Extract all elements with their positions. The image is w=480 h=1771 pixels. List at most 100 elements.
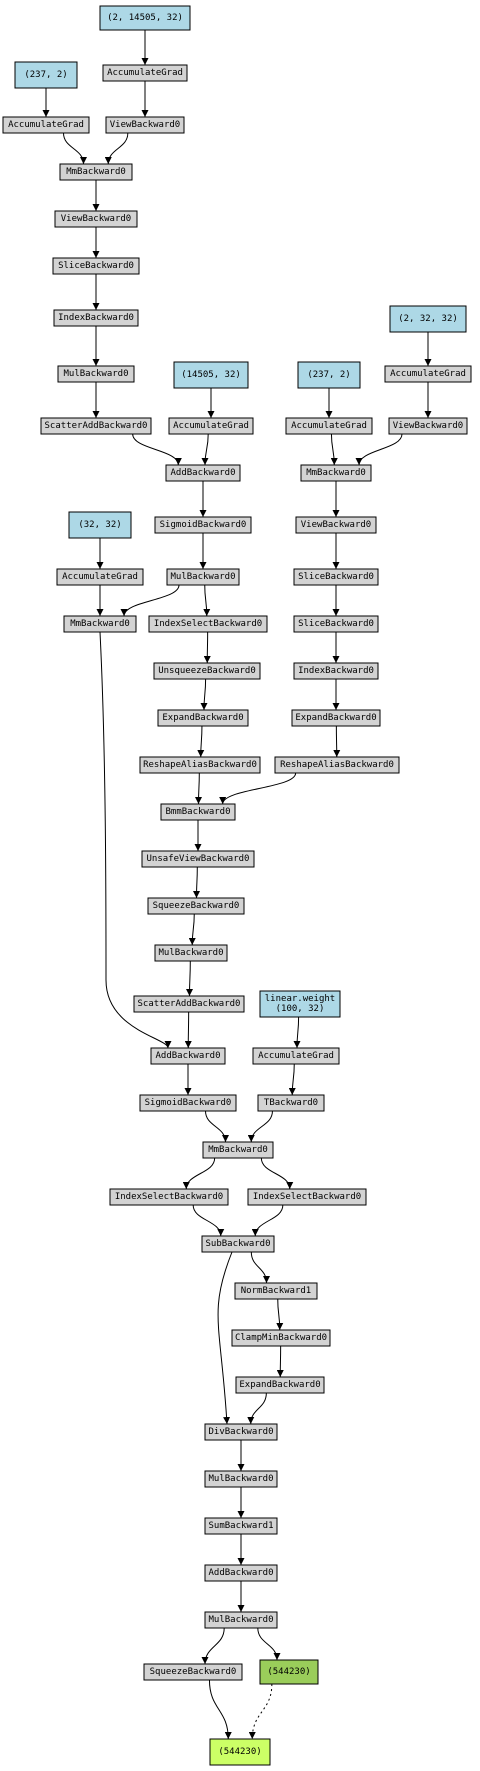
node-sub: SubBackward0 [201, 1235, 275, 1253]
node-label: ExpandBackward0 [162, 713, 243, 723]
node-label: SigmoidBackward0 [160, 520, 247, 530]
edge-p_linear-to-acc_g [293, 1016, 301, 1049]
node-label: ViewBackward0 [301, 520, 371, 530]
node-box [143, 1663, 243, 1681]
edge-expand_c-to-div [247, 1392, 267, 1425]
node-acc-a: AccumulateGrad [102, 64, 188, 82]
node-label: MulBackward0 [170, 572, 235, 582]
node-box [300, 464, 372, 482]
node-mul-d: MulBackward0 [204, 1470, 278, 1488]
node-slice-a: SliceBackward0 [52, 257, 140, 275]
node-sigmoid-b: SigmoidBackward0 [139, 1094, 237, 1112]
edge-mul_b-to-indexselect_a [203, 584, 211, 617]
node-add-a: AddBackward0 [165, 464, 241, 482]
node-label: MulBackward0 [208, 1615, 273, 1625]
node-reshape-b: ReshapeAliasBackward0 [274, 756, 400, 774]
node-acc-b: AccumulateGrad [2, 116, 90, 134]
node-box [204, 1423, 278, 1441]
edge-squeeze_a-to-mul_c [188, 913, 196, 946]
node-box [153, 662, 261, 680]
node-box [293, 662, 379, 680]
node-p-237-2-b: (237, 2) [297, 361, 361, 389]
node-label: SigmoidBackward0 [145, 1098, 232, 1108]
edge-mul_e-to-squeeze_b [201, 1627, 225, 1665]
node-box [247, 1188, 367, 1206]
node-label: ExpandBackward0 [295, 713, 376, 723]
node-box [389, 305, 467, 333]
node-box [57, 365, 135, 383]
node-bmm: BmmBackward0 [160, 803, 236, 821]
node-box [295, 516, 377, 534]
node-p-2-32-32: (2, 32, 32) [389, 305, 467, 333]
node-label: (14505, 32) [181, 370, 241, 380]
node-mul-c: MulBackward0 [154, 944, 228, 962]
node-box [154, 944, 228, 962]
node-box [274, 756, 400, 774]
node-box [105, 116, 185, 134]
node-box [293, 615, 379, 633]
node-box [147, 897, 245, 915]
edge-unsafeview-to-squeeze_a [193, 866, 201, 899]
node-box [257, 1094, 325, 1112]
node-indexselect-a: IndexSelectBackward0 [148, 615, 268, 633]
edge-saved-to-output [248, 1683, 273, 1740]
node-label: UnsqueezeBackward0 [158, 666, 256, 676]
node-mm-c: MmBackward0 [63, 615, 137, 633]
node-label: SubBackward0 [205, 1239, 270, 1249]
node-box [259, 990, 341, 1018]
node-label: ScatterAddBackward0 [45, 421, 148, 431]
node-p-2-14505-32: (2, 14505, 32) [99, 5, 191, 31]
node-index-b: IndexBackward0 [293, 662, 379, 680]
node-mul-e: MulBackward0 [204, 1611, 278, 1629]
node-label: (2, 32, 32) [398, 314, 458, 324]
node-expand-c: ExpandBackward0 [235, 1376, 325, 1394]
node-box [259, 1659, 319, 1685]
node-squeeze-a: SqueezeBackward0 [147, 897, 245, 915]
node-box [54, 210, 138, 228]
node-label: AddBackward0 [155, 1051, 220, 1061]
node-scatter-b: ScatterAddBackward0 [133, 995, 245, 1013]
edge-mul_e-to-saved [257, 1627, 281, 1661]
node-label: MmBackward0 [66, 167, 126, 177]
node-label: AccumulateGrad [62, 572, 138, 582]
node-label: ScatterAddBackward0 [138, 999, 241, 1009]
node-box [204, 1470, 278, 1488]
node-box [52, 257, 140, 275]
node-box [63, 615, 137, 633]
node-expand-b: ExpandBackward0 [291, 709, 381, 727]
node-label: (544230) [267, 1667, 310, 1677]
edge-view_a-to-mm_a [104, 132, 129, 165]
node-box [133, 995, 245, 1013]
edge-indexselect_b-to-sub [192, 1204, 225, 1237]
node-label: linear.weight [265, 994, 335, 1004]
node-label: SqueezeBackward0 [153, 901, 240, 911]
node-box [165, 464, 241, 482]
node-label: IndexSelectBackward0 [253, 1192, 361, 1202]
edge-indexselect_c-to-sub [251, 1204, 284, 1237]
node-label: SliceBackward0 [298, 572, 374, 582]
node-box [204, 1611, 278, 1629]
node-view-b: ViewBackward0 [54, 210, 138, 228]
edge-reshape_a-to-bmm [195, 772, 203, 805]
node-box [56, 568, 144, 586]
node-box [14, 61, 78, 89]
node-box [157, 709, 249, 727]
node-box [209, 1738, 271, 1766]
edge-norm-to-clampmin [276, 1298, 284, 1331]
node-div: DivBackward0 [204, 1423, 278, 1441]
edge-unsqueeze-to-expand_a [200, 678, 208, 711]
node-indexselect-b: IndexSelectBackward0 [109, 1188, 229, 1206]
edge-mul_c-to-scatter_b [186, 960, 194, 997]
node-mm-a: MmBackward0 [59, 163, 133, 181]
node-label: MmBackward0 [208, 1145, 268, 1155]
node-label: (237, 2) [24, 70, 67, 80]
edge-mm_d-to-indexselect_c [260, 1157, 294, 1190]
node-label: IndexBackward0 [58, 313, 134, 323]
edge-scatter_a-to-add_a [132, 433, 182, 466]
node-box [141, 850, 255, 868]
node-label: MulBackward0 [208, 1474, 273, 1484]
node-scatter-a: ScatterAddBackward0 [40, 417, 152, 435]
node-box [235, 1376, 325, 1394]
node-label: AccumulateGrad [8, 120, 84, 130]
